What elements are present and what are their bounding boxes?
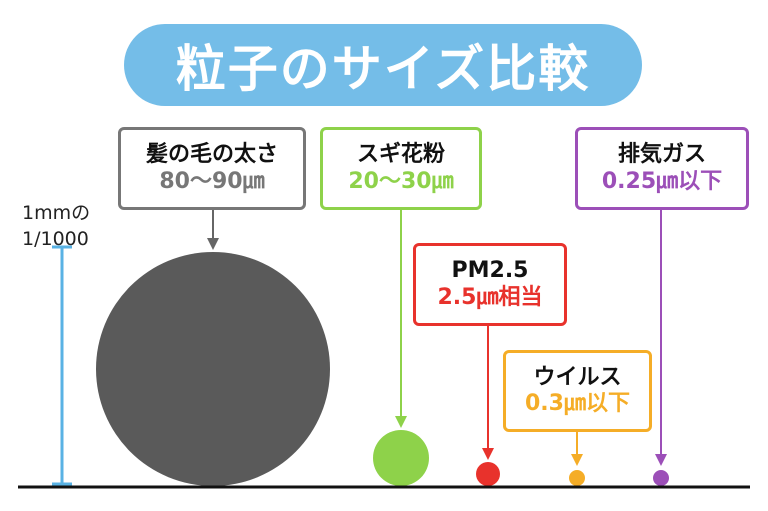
exhaust-circle [653,470,669,486]
exhaust-size: 0.25㎛以下 [601,168,723,194]
pollen-label: スギ花粉 [356,142,445,168]
callout-virus: ウイルス 0.3㎛以下 [503,350,652,432]
arrow-exhaust [655,210,667,466]
pollen-circle [373,430,429,486]
callout-pm25: PM2.5 2.5㎛相当 [413,243,567,326]
pollen-size: 20〜30㎛ [348,168,454,194]
pm25-circle [476,462,500,486]
title-banner: 粒子のサイズ比較 [124,24,642,106]
arrow-hair [207,210,219,250]
hair-label: 髪の毛の太さ [145,142,278,168]
scale-bar [52,245,72,486]
callout-hair: 髪の毛の太さ 80〜90㎛ [118,127,306,210]
virus-size: 0.3㎛以下 [525,391,630,416]
hair-size: 80〜90㎛ [159,168,265,194]
arrow-virus [571,431,583,466]
virus-label: ウイルス [533,364,622,390]
page-title: 粒子のサイズ比較 [175,40,591,98]
callout-pollen: スギ花粉 20〜30㎛ [320,127,482,210]
arrow-pm25 [482,325,494,460]
virus-circle [569,470,585,486]
pm25-label: PM2.5 [451,258,529,284]
exhaust-label: 排気ガス [617,142,706,168]
pm25-size: 2.5㎛相当 [437,284,543,310]
arrow-pollen [395,210,407,428]
callout-exhaust: 排気ガス 0.25㎛以下 [575,127,749,210]
scale-label: 1mmの 1/1000 [22,200,122,252]
hair-circle [96,252,330,486]
scale-label-line2: 1/1000 [22,228,89,250]
scale-label-line1: 1mmの [22,202,91,224]
